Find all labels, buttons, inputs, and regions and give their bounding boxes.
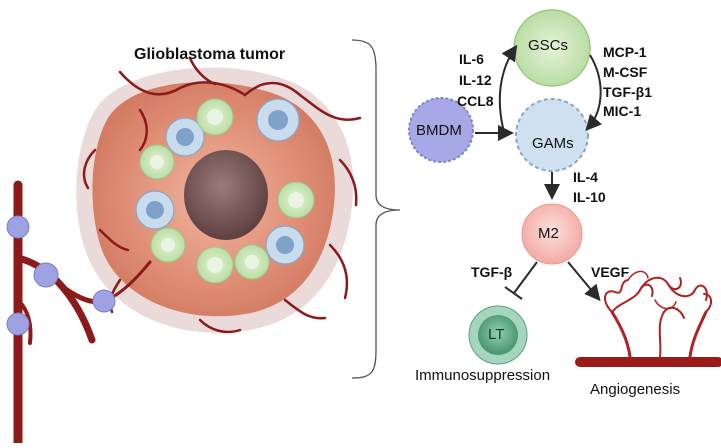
- label-mcsf: M-CSF: [603, 64, 648, 80]
- label-immunosuppression: Immunosuppression: [415, 367, 551, 384]
- tumor-illustration: [6, 56, 362, 448]
- angiogenesis-illustration: [575, 270, 721, 367]
- bmdm-cell: [408, 97, 474, 163]
- arrow-m2-to-angio: [567, 261, 601, 302]
- blue-cells: [135, 98, 305, 265]
- inhibit-m2-to-lt: [504, 261, 538, 300]
- label-mic1: MIC-1: [603, 103, 642, 119]
- label-lt: LT: [488, 326, 505, 343]
- arrow-gscs-to-gams: [585, 54, 602, 131]
- label-tgfb: TGF-β: [471, 264, 513, 280]
- diagram-title: Glioblastoma tumor: [134, 46, 286, 63]
- label-il10: IL-10: [573, 189, 606, 205]
- lt-cell: [468, 305, 528, 365]
- arrow-bmdm-to-gscs: [498, 44, 518, 137]
- gams-cell: [515, 98, 589, 172]
- label-ccl8: CCL8: [457, 93, 494, 109]
- label-il6: IL-6: [459, 51, 484, 67]
- green-cells: [139, 98, 315, 284]
- label-bmdm: BMDM: [416, 122, 462, 139]
- label-gams: GAMs: [532, 135, 574, 152]
- label-angiogenesis: Angiogenesis: [590, 381, 681, 398]
- label-vegf: VEGF: [591, 264, 630, 280]
- label-m2: M2: [538, 225, 559, 242]
- label-il4: IL-4: [573, 169, 598, 185]
- purple-cells: [6, 215, 116, 336]
- bracket: [351, 39, 401, 379]
- label-tgfb1: TGF-β1: [603, 84, 652, 100]
- tumor-core: [184, 150, 268, 240]
- label-il12: IL-12: [459, 72, 492, 88]
- label-gscs: GSCs: [528, 37, 569, 54]
- label-mcp1: MCP-1: [603, 44, 647, 60]
- m2-cell: [521, 203, 583, 265]
